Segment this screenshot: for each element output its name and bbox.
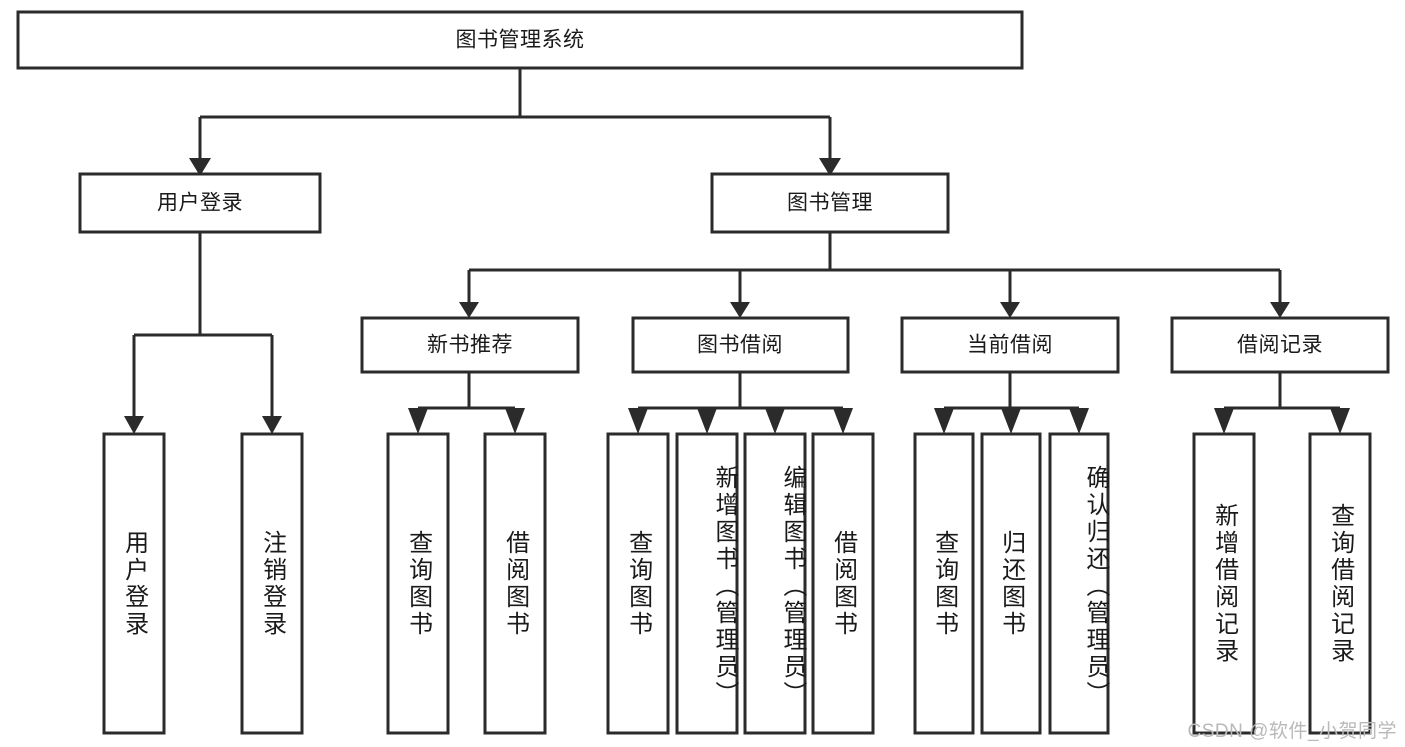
arrowhead-leaf-query-book-2 xyxy=(628,408,648,434)
node-root-label: 图书管理系统 xyxy=(456,29,585,52)
node-leaf-edit-book-admin[interactable] xyxy=(743,432,807,735)
node-layer: 图书管理系统 用户登录 图书管理 新书推荐 图书借阅 当前借阅 借阅记录 xyxy=(16,10,1390,735)
arrowhead-user-login xyxy=(189,158,211,176)
node-book-borrow-label: 图书借阅 xyxy=(697,334,783,357)
node-borrow-record[interactable] xyxy=(1170,316,1390,374)
node-leaf-query-book-1[interactable] xyxy=(386,432,450,735)
arrowhead-book-management xyxy=(819,158,841,176)
arrowhead-leaf-user-login xyxy=(124,416,144,434)
arrowhead-leaf-add-book-admin xyxy=(697,408,717,434)
arrowhead-leaf-logout-login xyxy=(262,416,282,434)
arrowhead-leaf-add-borrow-record xyxy=(1214,408,1234,434)
node-leaf-confirm-return[interactable] xyxy=(1048,432,1110,735)
node-book-borrow[interactable] xyxy=(631,316,850,374)
node-leaf-user-login[interactable] xyxy=(102,432,166,735)
arrowhead-leaf-query-book-1 xyxy=(408,408,428,434)
node-leaf-logout-login[interactable] xyxy=(240,432,304,735)
node-leaf-borrow-book-2[interactable] xyxy=(811,432,875,735)
node-leaf-return-book[interactable] xyxy=(980,432,1042,735)
arrowhead-leaf-confirm-return xyxy=(1069,408,1089,434)
connector-layer xyxy=(124,68,1350,434)
node-user-login-label: 用户登录 xyxy=(157,192,243,215)
arrowhead-book-borrow xyxy=(730,302,750,318)
node-root[interactable] xyxy=(16,10,1024,70)
node-leaf-query-borrow-record[interactable] xyxy=(1308,432,1372,735)
arrowhead-leaf-return-book xyxy=(1001,408,1021,434)
arrowhead-new-book-recommend xyxy=(459,302,479,318)
node-current-borrow-label: 当前借阅 xyxy=(967,334,1053,357)
node-new-book-recommend-label: 新书推荐 xyxy=(427,334,513,357)
arrowhead-leaf-edit-book-admin xyxy=(765,408,785,434)
arrowhead-current-borrow xyxy=(1000,302,1020,318)
node-book-management[interactable] xyxy=(710,172,950,234)
arrowhead-leaf-query-borrow-record xyxy=(1330,408,1350,434)
arrowhead-leaf-query-book-3 xyxy=(934,408,954,434)
arrowhead-borrow-record xyxy=(1270,302,1290,318)
node-leaf-query-book-3[interactable] xyxy=(913,432,975,735)
node-current-borrow[interactable] xyxy=(900,316,1120,374)
node-user-login[interactable] xyxy=(78,172,322,234)
node-leaf-add-book-admin[interactable] xyxy=(675,432,739,735)
node-new-book-recommend[interactable] xyxy=(360,316,580,374)
csdn-watermark: CSDN @软件_小贺同学 xyxy=(1187,721,1397,742)
arrowhead-leaf-borrow-book-1 xyxy=(505,408,525,434)
node-book-management-label: 图书管理 xyxy=(787,192,873,215)
arrowhead-leaf-borrow-book-2 xyxy=(833,408,853,434)
node-borrow-record-label: 借阅记录 xyxy=(1237,334,1323,357)
node-leaf-add-borrow-record[interactable] xyxy=(1192,432,1256,735)
node-leaf-query-book-2[interactable] xyxy=(606,432,670,735)
node-leaf-borrow-book-1[interactable] xyxy=(483,432,547,735)
